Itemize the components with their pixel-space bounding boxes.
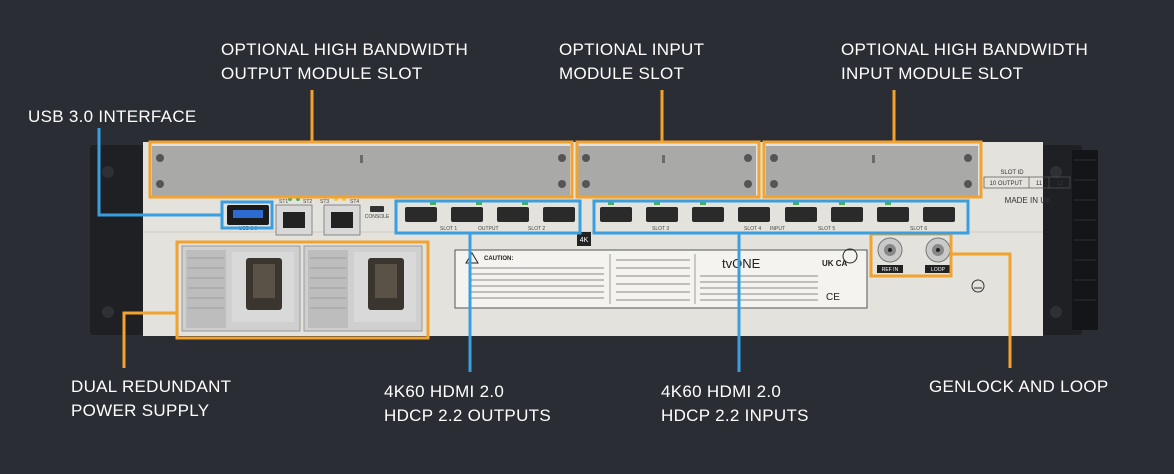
callout-genlock: GENLOCK AND LOOP bbox=[929, 375, 1109, 399]
slot-id-title: SLOT ID bbox=[1000, 170, 1024, 176]
usb-port-insert bbox=[233, 210, 263, 218]
slot3-label: SLOT 3 bbox=[652, 226, 669, 232]
callout-optional-input: OPTIONAL INPUT MODULE SLOT bbox=[559, 38, 704, 86]
ukca-mark: UK CA bbox=[822, 259, 848, 268]
st2-label: ST2 bbox=[303, 199, 312, 205]
highlight-hdmi-outputs bbox=[394, 199, 582, 235]
highlight-power-supply bbox=[175, 240, 430, 340]
slot-id-cell-output: 10 OUTPUT bbox=[989, 181, 1022, 187]
callout-optional-input-line2: MODULE SLOT bbox=[559, 64, 685, 83]
rack-hole-left-bottom bbox=[102, 306, 114, 318]
rack-hole-right-top bbox=[1050, 166, 1062, 178]
fourk-label: 4K bbox=[580, 237, 589, 244]
highlight-hdmi-inputs bbox=[592, 199, 970, 235]
hdmi-leds bbox=[430, 202, 891, 205]
st1-label: ST1 bbox=[279, 199, 288, 205]
slot-id-cell-12: 12 bbox=[1057, 181, 1064, 187]
fourk-badge bbox=[577, 232, 591, 246]
power-supply-2 bbox=[303, 245, 423, 332]
module-plate-output bbox=[152, 146, 570, 196]
warning-text-lines bbox=[470, 259, 818, 301]
made-in-label: MADE IN UK bbox=[1005, 196, 1052, 205]
ethernet-port-2-socket bbox=[331, 212, 353, 228]
module-plate-screws bbox=[156, 154, 972, 188]
callout-power: DUAL REDUNDANT POWER SUPPLY bbox=[71, 375, 231, 423]
rack-hole-left-top bbox=[102, 166, 114, 178]
bnc-ref-in bbox=[877, 237, 903, 263]
slot4-label: SLOT 4 bbox=[744, 226, 761, 232]
console-port bbox=[370, 206, 384, 212]
callout-hdmi-out: 4K60 HDMI 2.0 HDCP 2.2 OUTPUTS bbox=[384, 380, 551, 428]
ground-icon bbox=[971, 279, 985, 293]
hdmi-output-ports bbox=[405, 207, 575, 222]
module-plate-hb-input bbox=[766, 146, 978, 196]
callout-hdmi-out-line2: HDCP 2.2 OUTPUTS bbox=[384, 406, 551, 425]
bnc-loop bbox=[925, 237, 951, 263]
st4-label: ST4 bbox=[350, 199, 359, 205]
callout-power-line1: DUAL REDUNDANT bbox=[71, 377, 232, 396]
output-label: OUTPUT bbox=[478, 226, 499, 232]
callout-optional-hb-input-line2: INPUT MODULE SLOT bbox=[841, 64, 1024, 83]
loop-label: LOOP bbox=[931, 267, 946, 273]
callout-hdmi-in-line2: HDCP 2.2 INPUTS bbox=[661, 406, 809, 425]
ethernet-port-1-socket bbox=[283, 212, 305, 228]
loop-label-bg bbox=[925, 265, 951, 273]
highlight-hb-input-slot bbox=[762, 140, 983, 199]
input-label: INPUT bbox=[770, 226, 785, 232]
hdmi-slot-labels: SLOT 1 OUTPUT SLOT 2 SLOT 3 SLOT 4 INPUT… bbox=[440, 226, 927, 232]
power-supply-1 bbox=[181, 245, 301, 332]
slot-id-cell-11: 11 bbox=[1036, 181, 1043, 187]
slot-id-box bbox=[983, 176, 1071, 189]
callout-hdmi-in: 4K60 HDMI 2.0 HDCP 2.2 INPUTS bbox=[661, 380, 809, 428]
ref-in-label: REF IN bbox=[882, 267, 899, 273]
rack-ear-right-vents bbox=[1074, 159, 1096, 301]
slot1-label: SLOT 1 bbox=[440, 226, 457, 232]
st3-label: ST3 bbox=[320, 199, 329, 205]
highlight-output-slot bbox=[148, 140, 574, 199]
callout-hdmi-in-line1: 4K60 HDMI 2.0 bbox=[661, 382, 782, 401]
caution-title: CAUTION: bbox=[484, 256, 513, 262]
callout-hdmi-out-line1: 4K60 HDMI 2.0 bbox=[384, 382, 505, 401]
warning-label-panel bbox=[454, 249, 868, 309]
brand-logo: tvONE bbox=[722, 256, 761, 271]
callout-optional-hb-output-line2: OUTPUT MODULE SLOT bbox=[221, 64, 423, 83]
leader-usb bbox=[97, 128, 222, 217]
hdmi-input-ports bbox=[600, 207, 955, 222]
slot6-label: SLOT 6 bbox=[910, 226, 927, 232]
highlight-input-slot bbox=[575, 140, 761, 199]
power-supply-vent-lines bbox=[188, 257, 346, 309]
leader-power-supply bbox=[122, 311, 177, 368]
callout-usb: USB 3.0 INTERFACE bbox=[28, 105, 197, 129]
callout-power-line2: POWER SUPPLY bbox=[71, 401, 210, 420]
module-plate-marks bbox=[360, 155, 875, 163]
leader-genlock bbox=[951, 252, 1012, 368]
console-label: CONSOLE bbox=[365, 214, 390, 220]
callout-optional-hb-output-line1: OPTIONAL HIGH BANDWIDTH bbox=[221, 40, 469, 59]
module-plate-input bbox=[578, 146, 756, 196]
rack-ear-left bbox=[90, 145, 146, 335]
callout-usb-line1: USB 3.0 INTERFACE bbox=[28, 107, 197, 126]
slot5-label: SLOT 5 bbox=[818, 226, 835, 232]
callout-optional-hb-input-line1: OPTIONAL HIGH BANDWIDTH bbox=[841, 40, 1089, 59]
ul-listed-icon bbox=[842, 248, 858, 264]
callout-optional-input-line1: OPTIONAL INPUT bbox=[559, 40, 705, 59]
ce-mark: CE bbox=[826, 292, 840, 303]
rack-hole-right-bottom bbox=[1050, 306, 1062, 318]
ref-in-label-bg bbox=[877, 265, 903, 273]
callout-optional-hb-input: OPTIONAL HIGH BANDWIDTH INPUT MODULE SLO… bbox=[841, 38, 1088, 86]
callout-optional-hb-output: OPTIONAL HIGH BANDWIDTH OUTPUT MODULE SL… bbox=[221, 38, 468, 86]
slot2-label: SLOT 2 bbox=[528, 226, 545, 232]
callout-genlock-line1: GENLOCK AND LOOP bbox=[929, 377, 1109, 396]
